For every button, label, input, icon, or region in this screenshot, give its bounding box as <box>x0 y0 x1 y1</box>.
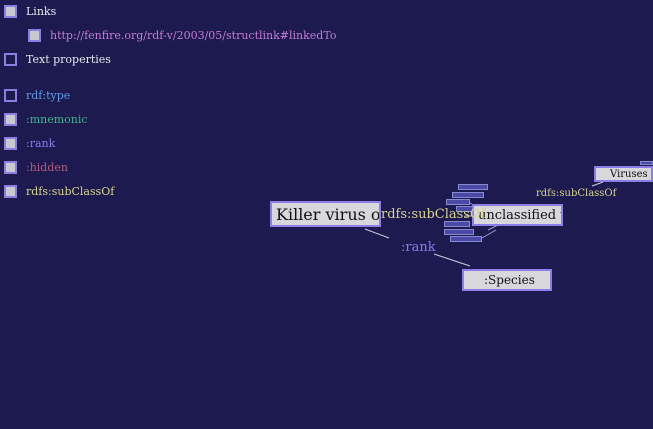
rank-label: :rank <box>26 137 56 150</box>
edge-label-subclassof-top: rdfs:subClassOf <box>536 188 617 199</box>
links-label: Links <box>26 5 57 18</box>
hidden-label: :hidden <box>26 161 68 174</box>
hidden-checkbox[interactable] <box>4 161 17 174</box>
list-item-links[interactable]: Links <box>4 3 56 20</box>
distant-node[interactable] <box>640 161 653 165</box>
node-species[interactable]: :Species <box>462 269 552 291</box>
node-unclassified-virus[interactable]: unclassified vi <box>472 204 563 226</box>
rdf-type-label: rdf:type <box>26 89 71 102</box>
list-item-rdf-type[interactable]: rdf:type <box>4 87 70 104</box>
distant-node[interactable] <box>444 229 474 235</box>
text-properties-checkbox[interactable] <box>4 53 17 66</box>
edge-line-unclassified-viruses <box>591 181 604 187</box>
distant-node[interactable] <box>458 184 488 190</box>
edge-line-small-3 <box>481 229 497 239</box>
list-item-subclassof[interactable]: rdfs:subClassOf <box>4 183 114 200</box>
links-checkbox[interactable] <box>4 5 17 18</box>
subclassof-checkbox[interactable] <box>4 185 17 198</box>
node-killer-virus[interactable]: Killer virus of <box>270 201 381 227</box>
distant-node[interactable] <box>452 192 484 198</box>
distant-node[interactable] <box>444 221 470 227</box>
list-item-linkedto[interactable]: http://fenfire.org/rdf-v/2003/05/structl… <box>28 27 336 44</box>
list-item-hidden[interactable]: :hidden <box>4 159 68 176</box>
text-properties-label: Text properties <box>26 53 111 66</box>
linkedto-checkbox[interactable] <box>28 29 41 42</box>
edge-label-subclassof: rdfs:subClassOf <box>381 207 486 222</box>
subclassof-label: rdfs:subClassOf <box>26 185 115 198</box>
rank-checkbox[interactable] <box>4 137 17 150</box>
distant-node[interactable] <box>446 199 470 205</box>
list-item-text-properties[interactable]: Text properties <box>4 51 111 68</box>
mnemonic-label: :mnemonic <box>26 113 88 126</box>
edge-label-rank: :rank <box>401 240 436 255</box>
list-item-mnemonic[interactable]: :mnemonic <box>4 111 88 128</box>
mnemonic-checkbox[interactable] <box>4 113 17 126</box>
linkedto-label: http://fenfire.org/rdf-v/2003/05/structl… <box>50 29 337 42</box>
list-item-rank[interactable]: :rank <box>4 135 55 152</box>
distant-node[interactable] <box>450 236 482 242</box>
edge-line-rank-species <box>433 253 471 267</box>
rdf-type-checkbox[interactable] <box>4 89 17 102</box>
node-viruses[interactable]: Viruses <box>594 166 653 182</box>
edge-line-killer-rank <box>364 228 390 239</box>
